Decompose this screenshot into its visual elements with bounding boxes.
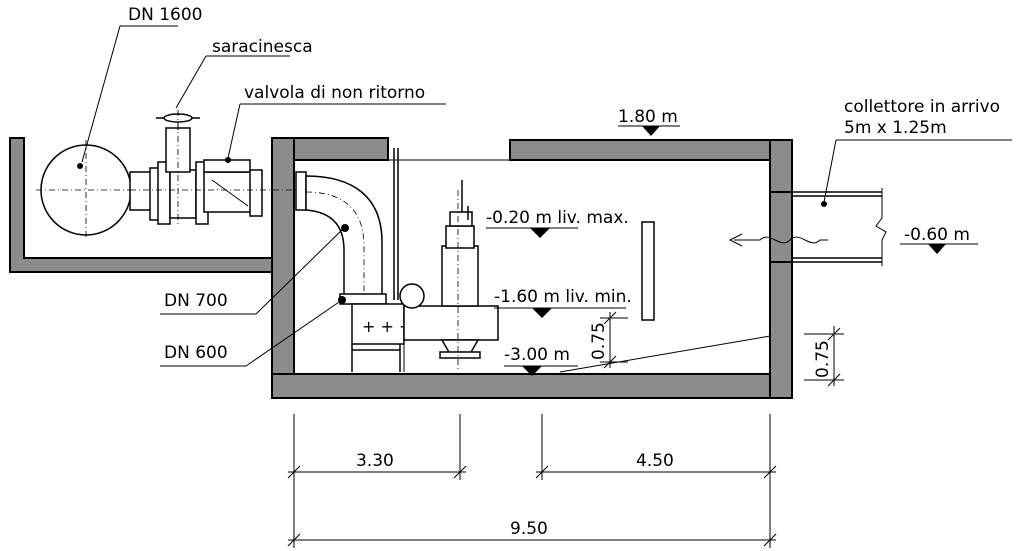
level-inlet-label: -0.60 m — [904, 225, 970, 245]
dim-vertical-outer-label: 0.75 — [813, 340, 833, 378]
label-dn700: DN 700 — [164, 291, 228, 311]
dim-vertical-inner-label: 0.75 — [589, 322, 609, 360]
label-valvola: valvola di non ritorno — [244, 83, 425, 103]
level-bottom: -3.00 m — [504, 345, 578, 376]
discharge-bend — [295, 171, 387, 305]
level-min: -1.60 m liv. min. — [494, 287, 632, 318]
label-dn1600: DN 1600 — [128, 5, 202, 25]
level-max: -0.20 m liv. max. — [486, 208, 629, 238]
level-top-label: 1.80 m — [618, 107, 678, 127]
label-saracinesca: saracinesca — [212, 37, 313, 57]
label-collettore-line2: 5m x 1.25m — [844, 118, 947, 138]
level-max-label: -0.20 m liv. max. — [486, 208, 629, 228]
level-top: 1.80 m — [618, 107, 680, 136]
label-collettore-line1: collettore in arrivo — [844, 97, 1000, 117]
level-inlet: -0.60 m — [900, 225, 978, 254]
level-min-label: -1.60 m liv. min. — [494, 287, 632, 307]
dim-vertical-inner: 0.75 — [589, 311, 628, 369]
inclined-bottom — [559, 335, 771, 373]
check-valve — [130, 159, 300, 217]
dim-width-total-label: 9.50 — [510, 519, 548, 539]
svg-text:+ + +: + + + — [362, 317, 412, 336]
level-float — [641, 221, 655, 321]
dim-width-pump-label: 3.30 — [356, 451, 394, 471]
inlet-collector — [728, 188, 887, 266]
dim-vertical-outer: 0.75 — [804, 326, 844, 387]
dim-width-right-label: 4.50 — [636, 451, 674, 471]
dim-horizontal — [287, 414, 777, 548]
dn1600-tank — [36, 140, 153, 240]
level-bottom-label: -3.00 m — [504, 345, 570, 365]
gate-valve — [149, 110, 209, 226]
pump-group: + + + — [351, 148, 510, 372]
label-dn600: DN 600 — [164, 343, 228, 363]
callout-leaders — [77, 25, 1012, 367]
